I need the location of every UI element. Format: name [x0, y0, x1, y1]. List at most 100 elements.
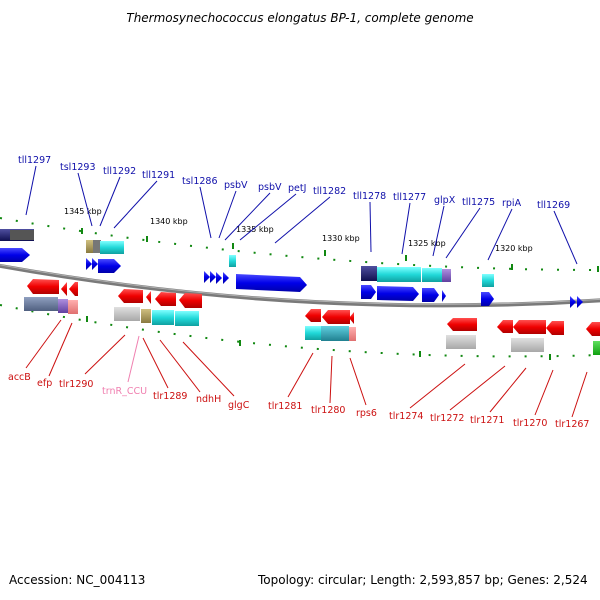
- gene-label-top[interactable]: rpiA: [502, 198, 522, 209]
- gene-label-top[interactable]: tll1269: [537, 200, 570, 211]
- genome-backbone-highlight: [0, 264, 600, 305]
- gene-arrow-forward[interactable]: [442, 290, 446, 302]
- gene-arrow-reverse[interactable]: [146, 291, 151, 304]
- gene-arrow-forward[interactable]: [361, 285, 376, 299]
- gene-feature[interactable]: [100, 241, 124, 254]
- gene-label-bottom[interactable]: tlr1274: [389, 411, 423, 422]
- top-leader-lines: [25, 165, 578, 265]
- gene-feature[interactable]: [93, 240, 101, 253]
- gene-label-top[interactable]: tll1292: [103, 166, 136, 177]
- gene-label-top[interactable]: tll1278: [353, 191, 386, 202]
- gene-feature[interactable]: [377, 267, 421, 282]
- gene-feature[interactable]: [349, 327, 356, 341]
- gene-feature[interactable]: [58, 299, 68, 313]
- gene-arrow-reverse[interactable]: [322, 310, 350, 324]
- gene-label-bottom[interactable]: efp: [37, 378, 52, 389]
- genome-summary-text: Topology: circular; Length: 2,593,857 bp…: [258, 573, 588, 587]
- gene-label-bottom[interactable]: tlr1272: [430, 413, 464, 424]
- gene-arrow-forward[interactable]: [422, 288, 439, 302]
- gene-label-top[interactable]: tll1297: [18, 155, 51, 166]
- gene-label-bottom[interactable]: rps6: [356, 408, 377, 419]
- gene-arrow-reverse[interactable]: [179, 293, 202, 308]
- gene-arrow-forward[interactable]: [481, 292, 494, 306]
- gene-arrow-reverse[interactable]: [118, 289, 143, 303]
- gene-feature[interactable]: [422, 268, 442, 282]
- gene-label-top[interactable]: glpX: [434, 195, 456, 206]
- gene-label-top[interactable]: tll1277: [393, 192, 426, 203]
- bottom-leader-lines: [25, 319, 588, 418]
- gene-feature[interactable]: [86, 240, 94, 253]
- gene-label-top[interactable]: tll1275: [462, 197, 495, 208]
- kbp-label: 1335 kbp: [236, 225, 274, 234]
- genome-backbone: [0, 263, 600, 308]
- gene-feature[interactable]: [593, 341, 600, 355]
- gene-arrow-forward[interactable]: [577, 296, 583, 308]
- gene-arrow-forward[interactable]: [204, 271, 210, 283]
- gene-label-bottom[interactable]: tlr1290: [59, 379, 93, 390]
- gene-feature[interactable]: [321, 326, 349, 341]
- gene-label-top[interactable]: tll1291: [142, 170, 175, 181]
- gene-arrow-reverse[interactable]: [586, 322, 600, 336]
- gene-arrow-forward[interactable]: [570, 296, 576, 308]
- gene-arrow-reverse[interactable]: [61, 282, 67, 296]
- gene-arrow-forward[interactable]: [86, 258, 92, 270]
- gene-label-top[interactable]: tsl1286: [182, 176, 218, 187]
- gene-arrow-reverse[interactable]: [305, 309, 321, 322]
- gene-arrow-reverse[interactable]: [447, 318, 477, 331]
- gene-feature[interactable]: [442, 269, 451, 282]
- gene-arrow-forward[interactable]: [98, 259, 121, 273]
- gene-label-top[interactable]: psbV: [258, 182, 282, 193]
- gene-feature[interactable]: [175, 311, 199, 326]
- forward-genes: [0, 229, 583, 308]
- gene-feature[interactable]: [24, 297, 58, 311]
- gene-label-bottom[interactable]: accB: [8, 372, 31, 383]
- gene-feature[interactable]: [482, 274, 494, 287]
- gene-feature[interactable]: [114, 307, 140, 321]
- gene-label-bottom[interactable]: tlr1280: [311, 405, 345, 416]
- gene-arrow-reverse[interactable]: [69, 282, 78, 296]
- gene-label-bottom[interactable]: tlr1267: [555, 419, 589, 430]
- gene-feature[interactable]: [361, 266, 377, 281]
- major-ticks: [81, 228, 599, 360]
- gene-arrow-forward[interactable]: [216, 272, 222, 284]
- gene-feature[interactable]: [152, 310, 174, 325]
- gene-feature[interactable]: [446, 335, 476, 349]
- gene-feature[interactable]: [305, 326, 321, 340]
- gene-label-bottom[interactable]: tlr1271: [470, 415, 504, 426]
- trna-leader-line: [127, 335, 140, 383]
- gene-arrow-forward[interactable]: [223, 272, 229, 284]
- gene-feature[interactable]: [141, 309, 151, 323]
- gene-arrow-reverse[interactable]: [349, 312, 354, 324]
- gene-label-trna[interactable]: trnR_CCU: [102, 386, 147, 397]
- gene-feature[interactable]: [229, 255, 236, 267]
- gene-label-bottom[interactable]: glgC: [228, 400, 250, 411]
- gene-label-bottom[interactable]: tlr1270: [513, 418, 547, 429]
- map-title: Thermosynechococcus elongatus BP-1, comp…: [126, 11, 473, 25]
- kbp-label: 1320 kbp: [495, 244, 533, 253]
- gene-feature[interactable]: [68, 300, 78, 314]
- gene-arrow-forward[interactable]: [210, 271, 216, 283]
- gene-arrow-forward[interactable]: [377, 286, 419, 301]
- gene-arrow-reverse[interactable]: [27, 279, 59, 294]
- gene-arrow-forward[interactable]: [0, 248, 30, 262]
- gene-label-top[interactable]: psbV: [224, 180, 248, 191]
- gene-label-top[interactable]: tll1282: [313, 186, 346, 197]
- gene-label-top[interactable]: petJ: [288, 183, 306, 194]
- gene-label-top[interactable]: tsl1293: [60, 162, 96, 173]
- kbp-label: 1345 kbp: [64, 207, 102, 216]
- gene-arrow-reverse[interactable]: [155, 292, 176, 306]
- kbp-label: 1325 kbp: [408, 239, 446, 248]
- gene-arrow-reverse[interactable]: [497, 320, 513, 333]
- gene-label-bottom[interactable]: ndhH: [196, 394, 221, 405]
- accession-text: Accession: NC_004113: [9, 573, 146, 587]
- gene-arrow-reverse[interactable]: [546, 321, 564, 335]
- gene-feature[interactable]: [511, 338, 544, 352]
- gene-label-bottom[interactable]: tlr1289: [153, 391, 187, 402]
- gene-arrow-reverse[interactable]: [513, 320, 546, 334]
- kbp-label: 1340 kbp: [150, 217, 188, 226]
- gene-feature[interactable]: [10, 230, 34, 240]
- gene-arrow-forward[interactable]: [92, 258, 98, 270]
- gene-label-bottom[interactable]: tlr1281: [268, 401, 302, 412]
- gene-arrow-forward[interactable]: [236, 274, 307, 292]
